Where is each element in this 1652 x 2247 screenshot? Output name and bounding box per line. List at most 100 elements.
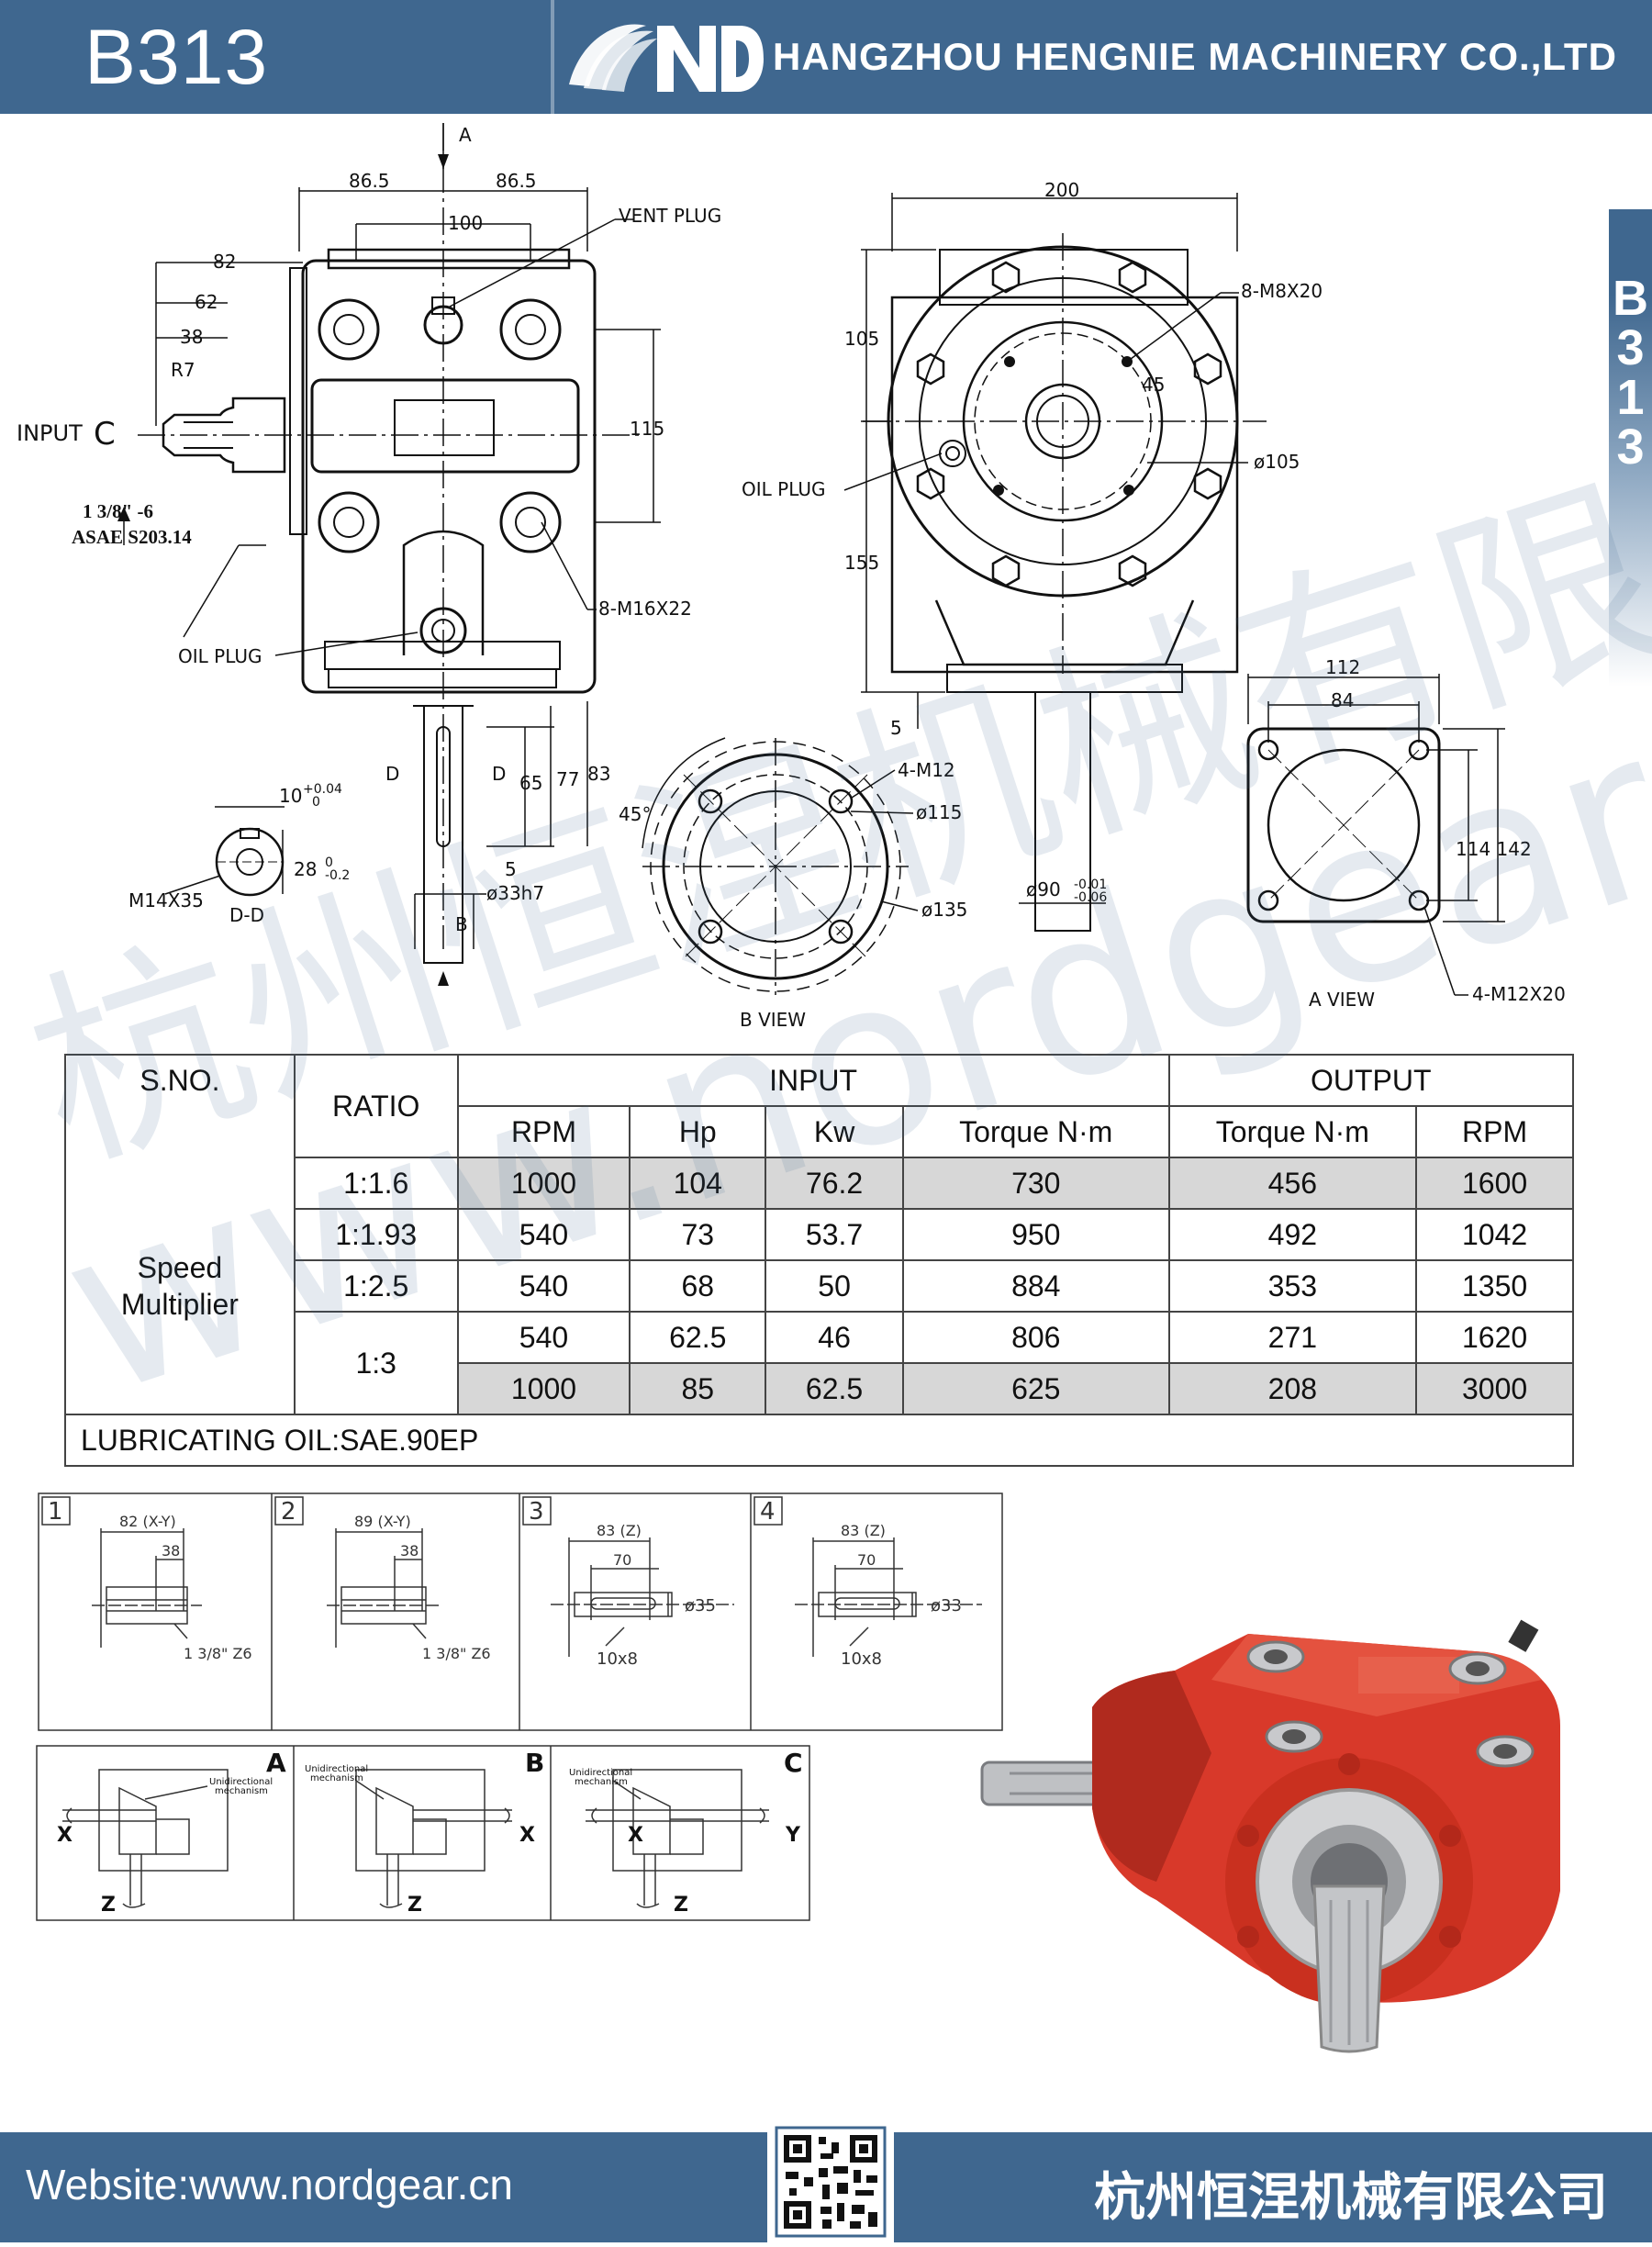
cell-rpm: 540: [456, 1259, 631, 1313]
header-kw: Kw: [765, 1105, 904, 1158]
header-bar: B313 HANGZHOU HENGNIE MACHINERY CO.,LTD: [0, 0, 1652, 114]
header-torque-in: Torque N·m: [901, 1105, 1170, 1158]
header-sno-spacer: [64, 1106, 296, 1157]
cell-torque-out: 208: [1167, 1362, 1418, 1415]
section-key-width: 10: [279, 785, 302, 807]
header-input: INPUT: [456, 1054, 1170, 1107]
front-input-label: INPUT: [17, 420, 83, 446]
front-d-right: D: [492, 763, 506, 785]
front-input-c: C: [94, 416, 116, 453]
qr-code-icon: [767, 2120, 894, 2242]
cell-ratio: 1:1.93: [293, 1208, 459, 1261]
cell-hp: 104: [629, 1157, 767, 1210]
cell-hp: 68: [629, 1259, 767, 1313]
header-divider: [551, 0, 554, 114]
header-torque-out: Torque N·m: [1167, 1105, 1418, 1158]
header-rpm: RPM: [456, 1105, 631, 1158]
cell-kw: 76.2: [765, 1157, 904, 1210]
front-dim-33h7: ø33h7: [486, 882, 544, 904]
table-row: 1:3 540 62.5 46 806 271 1620: [65, 1311, 1574, 1415]
arrangement-c-note1: Unidirectional: [569, 1768, 632, 1778]
side-tab-char-1: 1: [1616, 370, 1645, 425]
cell-torque-out: 456: [1167, 1157, 1418, 1210]
cell-rpm-out: 3000: [1415, 1362, 1574, 1415]
variant-1-num: 1: [48, 1498, 63, 1526]
front-view-dimensions: [123, 123, 661, 949]
cell-rpm: 540: [456, 1311, 631, 1364]
variant-2-overall: 89 (X-Y): [354, 1513, 411, 1530]
cell-torque-in: 730: [901, 1157, 1170, 1210]
section-dd: [164, 806, 285, 897]
rotation-arrangements: A Unidirectional mechanism X Z B Unidire…: [36, 1745, 810, 1921]
arrangement-a-note1: Unidirectional: [209, 1777, 273, 1787]
dimension-arrows: [117, 154, 449, 986]
arrangement-a-drawing: [62, 1769, 229, 1908]
side-tab: B 3 1 3: [1609, 209, 1652, 687]
aview-title: A VIEW: [1309, 989, 1375, 1011]
arrangement-b-note1: Unidirectional: [305, 1764, 368, 1774]
arrangement-c-drawing: [586, 1769, 769, 1908]
cell-hp: 73: [629, 1208, 767, 1261]
front-dim-82: 82: [213, 251, 236, 273]
variant-3-key: 10x8: [597, 1649, 638, 1669]
header-sno: S.NO.: [64, 1054, 296, 1106]
company-name: HANGZHOU HENGNIE MACHINERY CO.,LTD: [773, 35, 1617, 78]
side-bolts: 8-M8X20: [1241, 280, 1323, 302]
front-oil-plug: OIL PLUG: [178, 645, 262, 667]
product-photo: [980, 1619, 1560, 2053]
a-view: [1246, 674, 1505, 996]
variant-3-overall: 83 (Z): [597, 1522, 642, 1539]
arrangement-b-note2: mechanism: [310, 1773, 363, 1783]
footer-website: Website:www.nordgear.cn: [26, 2161, 513, 2208]
side-shaft-tol-top: -0.01: [1074, 878, 1107, 892]
header-output: OUTPUT: [1167, 1054, 1575, 1107]
variant-4-num: 4: [760, 1498, 776, 1526]
variant-4-overall: 83 (Z): [841, 1522, 886, 1539]
side-tab-char-b: B: [1613, 271, 1648, 326]
side-shaft: ø90: [1026, 878, 1061, 900]
arrangement-b-right: X: [519, 1824, 535, 1847]
model-title: B313: [84, 14, 269, 100]
variant-2-num: 2: [281, 1498, 296, 1526]
company-logo: [569, 24, 764, 92]
side-oil-plug: OIL PLUG: [742, 478, 825, 500]
side-tab-char-3b: 3: [1616, 419, 1645, 475]
arrangement-b-drawing: [355, 1769, 512, 1908]
lubricating-oil: LUBRICATING OIL:SAE.90EP: [64, 1414, 1574, 1467]
bview-dia-135: ø135: [921, 899, 967, 921]
side-dim-155: 155: [844, 552, 879, 574]
front-r7: R7: [171, 359, 195, 381]
cell-torque-out: 271: [1167, 1311, 1418, 1364]
aview-dim-112: 112: [1325, 656, 1360, 678]
spec-table: S.NO. RATIO INPUT OUTPUT RPM Hp Kw Torqu…: [64, 1054, 1575, 1467]
arrangement-c-letter: C: [784, 1748, 803, 1778]
section-height-tol-top: 0: [325, 855, 333, 870]
variant-1-note: 1 3/8" Z6: [184, 1645, 252, 1662]
cell-ratio: 1:1.6: [293, 1157, 459, 1210]
header-rpm-out: RPM: [1415, 1105, 1574, 1158]
arrangement-a-letter: A: [266, 1748, 286, 1778]
arrangement-b-bottom: Z: [407, 1894, 422, 1917]
cell-hp: 62.5: [629, 1311, 767, 1364]
variant-1-drawing: [92, 1528, 202, 1648]
cell-rpm-out: 1042: [1415, 1208, 1574, 1261]
bview-angle: 45°: [619, 803, 651, 825]
front-dim-5: 5: [505, 858, 517, 880]
arrangement-a-left: X: [57, 1824, 73, 1847]
bview-dia-115: ø115: [916, 801, 962, 823]
b-view: [642, 737, 919, 995]
cell-kw: 53.7: [765, 1208, 904, 1261]
side-dia-105: ø105: [1254, 451, 1300, 473]
variant-3-drawing: [551, 1537, 734, 1657]
table-row: Speed Multiplier 1:1.6 1000 104 76.2 730…: [64, 1157, 1574, 1415]
table-row: 1:1.93 540 73 53.7 950 492 1042: [65, 1208, 1574, 1261]
variant-1-inner: 38: [162, 1542, 180, 1559]
shaft-variants: 1 82 (X-Y) 38 1 3/8" Z6 2 89 (X-Y) 38 1 …: [38, 1492, 1003, 1731]
aview-dim-114-142: 114 142: [1456, 838, 1532, 860]
cell-torque-in: 806: [901, 1311, 1170, 1364]
arrangement-a-note2: mechanism: [215, 1786, 268, 1796]
aview-holes: 4-M12X20: [1472, 983, 1566, 1005]
gearbox-illustration: [980, 1619, 1560, 2053]
cell-ratio: 1:2.5: [293, 1259, 459, 1313]
side-view: [863, 233, 1267, 932]
